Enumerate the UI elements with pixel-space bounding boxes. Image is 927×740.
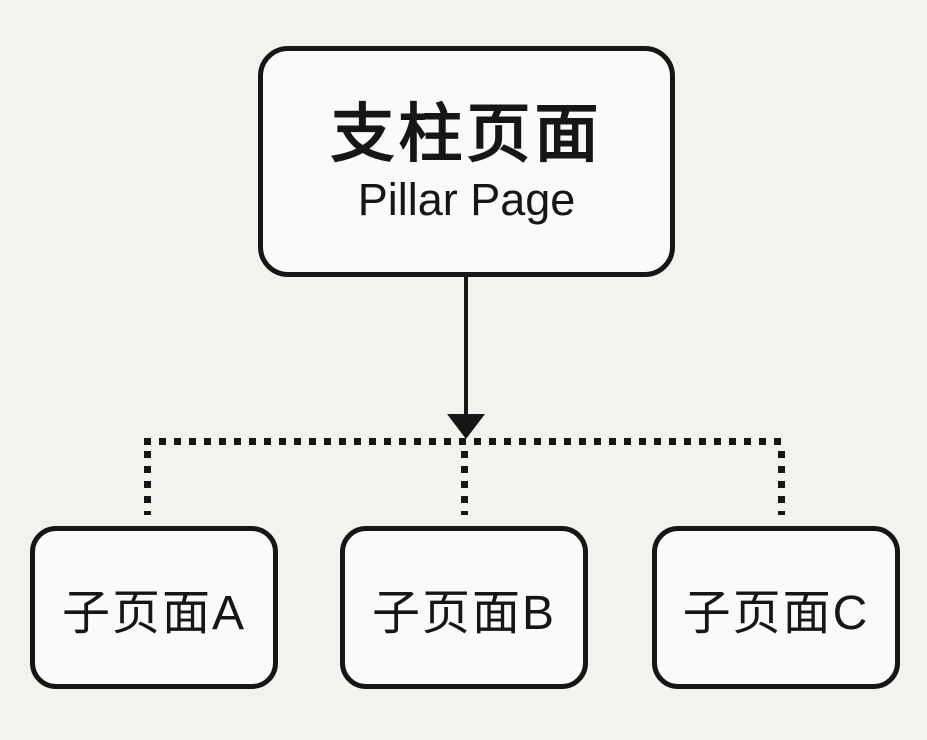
dotted-drop-line-b	[461, 451, 468, 515]
pillar-page-node: 支柱页面 Pillar Page	[258, 46, 675, 277]
pillar-page-title-en: Pillar Page	[357, 173, 576, 225]
child-page-node-c: 子页面C	[652, 526, 900, 689]
dotted-drop-line-c	[778, 451, 785, 515]
child-page-label-c: 子页面C	[682, 586, 870, 640]
child-page-label-a: 子页面A	[61, 586, 247, 640]
dotted-branch-line	[144, 438, 785, 445]
arrow-head-icon	[447, 414, 485, 439]
arrow-shaft	[464, 277, 468, 419]
child-page-node-a: 子页面A	[30, 526, 278, 689]
dotted-drop-line-a	[144, 451, 151, 515]
child-page-node-b: 子页面B	[340, 526, 588, 689]
pillar-page-title-zh: 支柱页面	[330, 97, 603, 170]
child-page-label-b: 子页面B	[371, 586, 557, 640]
